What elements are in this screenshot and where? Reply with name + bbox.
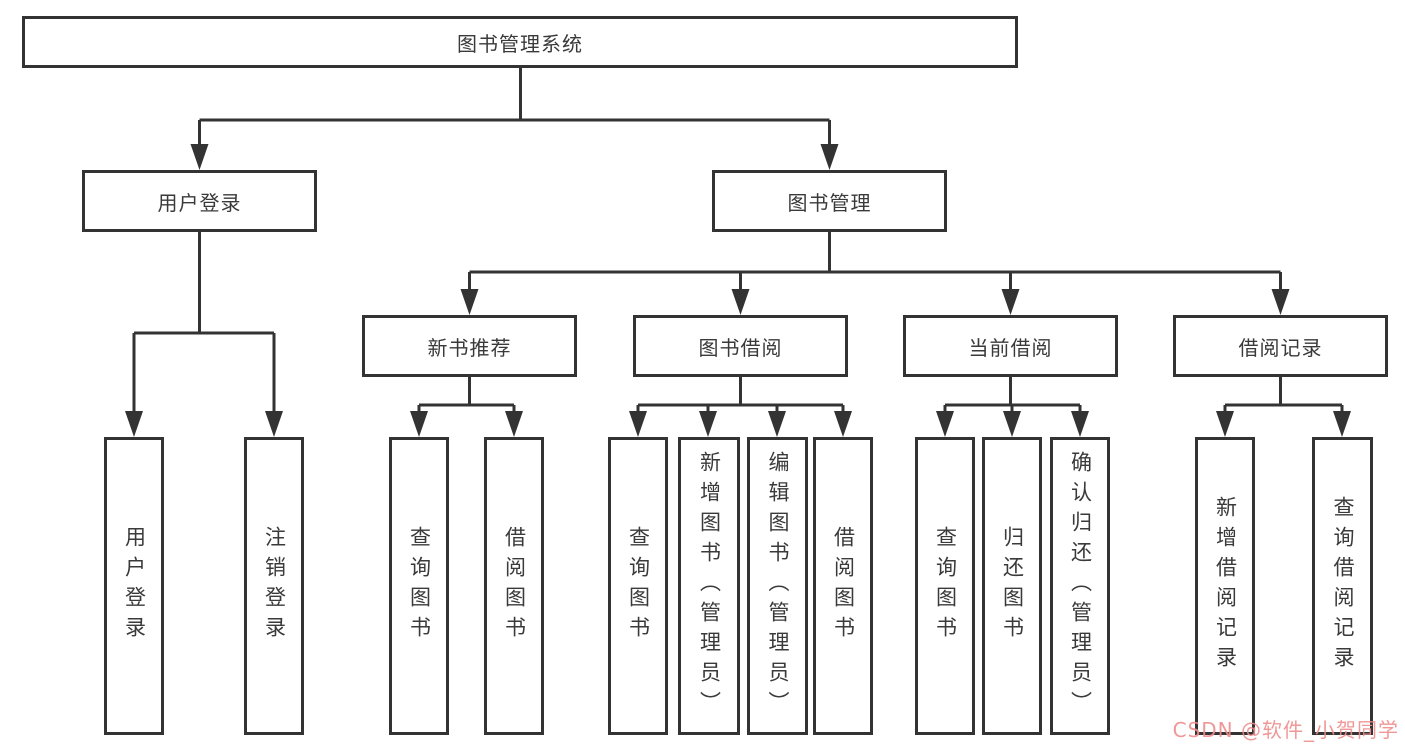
connector-book-borrowing-children — [629, 375, 852, 437]
leaf-br-add-borrow-record: 新增借阅记录 — [1195, 437, 1255, 735]
node-book-management: 图书管理 — [712, 170, 947, 232]
leaf-cb-return-books: 归还图书 — [982, 437, 1042, 735]
arrow-down-icon — [768, 411, 786, 437]
leaf-bb-borrow-books: 借阅图书 — [813, 437, 873, 735]
node-label: 图书借阅 — [698, 335, 783, 360]
arrow-down-icon — [731, 289, 750, 315]
arrow-down-icon — [460, 289, 479, 315]
leaf-bb-query-books: 查询图书 — [608, 437, 668, 735]
node-label: 借阅记录 — [1238, 335, 1323, 360]
arrow-down-icon — [410, 411, 428, 437]
leaf-label: 注销登录 — [262, 526, 287, 646]
arrow-down-icon — [1271, 289, 1290, 315]
leaf-label: 借阅图书 — [831, 526, 856, 646]
watermark: CSDN @软件_小贺同学 — [1172, 718, 1399, 742]
node-user-login: 用户登录 — [82, 170, 317, 232]
arrow-down-icon — [1003, 411, 1021, 437]
leaf-label: 用户登录 — [122, 526, 147, 646]
node-label: 当前借阅 — [968, 335, 1053, 360]
leaf-label: 查询借阅记录 — [1331, 496, 1355, 676]
arrow-down-icon — [629, 411, 647, 437]
node-new-book-recommendation: 新书推荐 — [362, 315, 577, 377]
connector-book-management-children — [460, 230, 1290, 315]
arrow-down-icon — [1071, 411, 1089, 437]
leaf-label: 确认归还（管理员） — [1068, 451, 1093, 721]
leaf-label: 新增图书（管理员） — [697, 451, 722, 721]
leaf-logout-login: 注销登录 — [244, 437, 304, 735]
node-current-borrowing: 当前借阅 — [903, 315, 1118, 377]
arrow-down-icon — [699, 411, 717, 437]
leaf-user-login: 用户登录 — [104, 437, 164, 735]
leaf-label: 查询图书 — [933, 526, 958, 646]
leaf-cb-query-books: 查询图书 — [915, 437, 975, 735]
arrow-down-icon — [1001, 289, 1020, 315]
arrow-down-icon — [1216, 411, 1234, 437]
node-book-borrowing: 图书借阅 — [633, 315, 848, 377]
leaf-cb-confirm-return-admin: 确认归还（管理员） — [1050, 437, 1110, 735]
leaf-label: 查询图书 — [407, 526, 432, 646]
arrow-down-icon — [834, 411, 852, 437]
leaf-label: 编辑图书（管理员） — [766, 451, 790, 721]
leaf-label: 新增借阅记录 — [1213, 496, 1238, 676]
node-library-management-system: 图书管理系统 — [22, 16, 1018, 68]
connector-new-book-recommendation-children — [410, 375, 523, 437]
connector-root-to-level2 — [190, 66, 839, 170]
leaf-label: 借阅图书 — [502, 526, 527, 646]
arrow-down-icon — [265, 411, 283, 437]
leaf-nbr-query-books: 查询图书 — [389, 437, 449, 735]
arrow-down-icon — [190, 144, 209, 170]
leaf-bb-add-books-admin: 新增图书（管理员） — [678, 437, 740, 735]
arrow-down-icon — [1333, 411, 1351, 437]
connector-borrowing-records-children — [1216, 375, 1351, 437]
connector-current-borrowing-children — [936, 375, 1089, 437]
node-label: 用户登录 — [157, 190, 242, 215]
node-borrowing-records: 借阅记录 — [1173, 315, 1388, 377]
arrow-down-icon — [125, 411, 143, 437]
leaf-label: 查询图书 — [626, 526, 651, 646]
node-label: 新书推荐 — [427, 335, 512, 360]
arrow-down-icon — [505, 411, 523, 437]
arrow-down-icon — [820, 144, 839, 170]
leaf-br-query-borrow-record: 查询借阅记录 — [1312, 437, 1373, 735]
connector-user-login-children — [125, 230, 283, 437]
node-label: 图书管理系统 — [457, 31, 583, 56]
leaf-nbr-borrow-books: 借阅图书 — [484, 437, 544, 735]
arrow-down-icon — [936, 411, 954, 437]
node-label: 图书管理 — [787, 190, 872, 215]
leaf-label: 归还图书 — [1000, 526, 1025, 646]
leaf-bb-edit-books-admin: 编辑图书（管理员） — [747, 437, 808, 735]
